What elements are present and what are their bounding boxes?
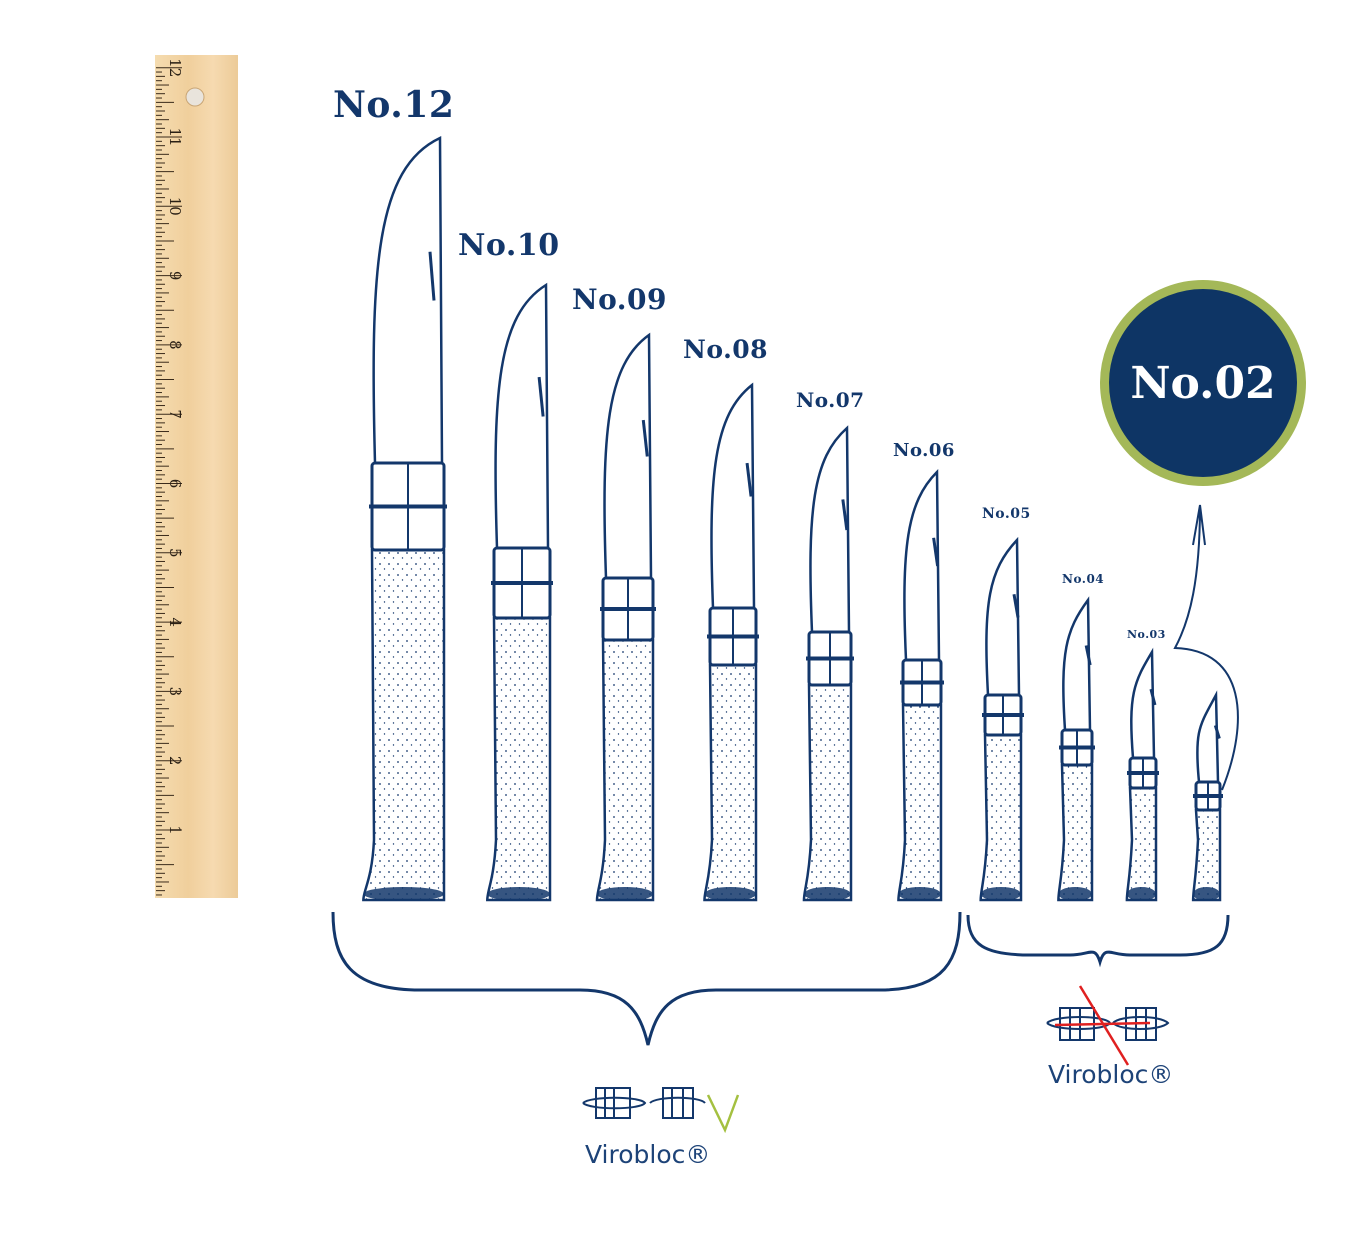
blade: [985, 536, 1021, 697]
knife-label-no-06: No.06: [893, 440, 955, 461]
blade: [494, 282, 550, 550]
ruler-inch-label: 11: [166, 127, 184, 146]
knife-no-10: [486, 282, 553, 902]
check-icon: [706, 1094, 740, 1134]
knife-no-09: [595, 332, 656, 902]
handle: [595, 638, 655, 902]
knife-label-no-10: No.10: [458, 228, 560, 263]
knife-label-no-02: No.02: [1130, 357, 1276, 409]
handle: [897, 703, 943, 902]
handle: [362, 548, 446, 902]
knife-no-07: [802, 425, 854, 902]
knife-label-no-09: No.09: [572, 283, 667, 316]
knife-label-no-07: No.07: [796, 388, 865, 412]
blade: [903, 469, 941, 662]
ruler-inch-label: 5: [166, 548, 184, 558]
knife-label-no-12: No.12: [333, 84, 455, 126]
knife-label-no-03: No.03: [1127, 628, 1166, 641]
knife-no-06: [897, 469, 944, 902]
knife-no-05: [979, 536, 1024, 902]
virobloc-caption-without: Virobloc®: [1048, 1060, 1174, 1089]
ruler-inch-label: 6: [166, 479, 184, 489]
blade: [710, 382, 756, 610]
blade: [1130, 647, 1156, 760]
blade: [809, 425, 851, 634]
handle: [703, 663, 758, 902]
handle: [1057, 763, 1094, 902]
ruler-inch-label: 7: [166, 409, 184, 419]
ruler-inch-label: 9: [166, 271, 184, 281]
blade: [603, 332, 653, 580]
brace-virobloc: [331, 911, 1230, 1046]
virobloc-icon: [582, 1087, 706, 1119]
virobloc-caption-with: Virobloc®: [585, 1140, 711, 1169]
ruler-inch-label: 3: [166, 687, 184, 697]
handle: [1125, 786, 1158, 902]
knife-label-no-05: No.05: [982, 506, 1031, 522]
handle: [802, 683, 853, 902]
pointer-arrow: [1173, 504, 1239, 791]
blade: [1196, 690, 1220, 784]
blade: [1062, 596, 1092, 732]
knife-no-12: [362, 136, 447, 902]
handle: [1191, 808, 1222, 902]
ruler-inch-label: 2: [166, 756, 184, 766]
ruler-inch-label: 1: [166, 825, 184, 835]
knife-label-no-04: No.04: [1062, 572, 1105, 586]
cross-icon: [1054, 985, 1151, 1066]
ruler-inch-label: 10: [166, 197, 184, 216]
knife-no-08: [703, 382, 759, 902]
knife-no-03: [1125, 647, 1159, 902]
knife-label-no-08: No.08: [683, 335, 769, 364]
handle: [979, 733, 1023, 902]
knife-no-02: [1191, 690, 1223, 902]
handle: [486, 616, 552, 902]
ruler-inch-label: 12: [166, 58, 184, 77]
badge-no-02: No.02: [1100, 280, 1306, 486]
blade: [372, 136, 444, 465]
ruler-inch-label: 8: [166, 340, 184, 350]
ruler-inch-label: 4: [166, 617, 184, 627]
knife-no-04: [1057, 596, 1095, 902]
